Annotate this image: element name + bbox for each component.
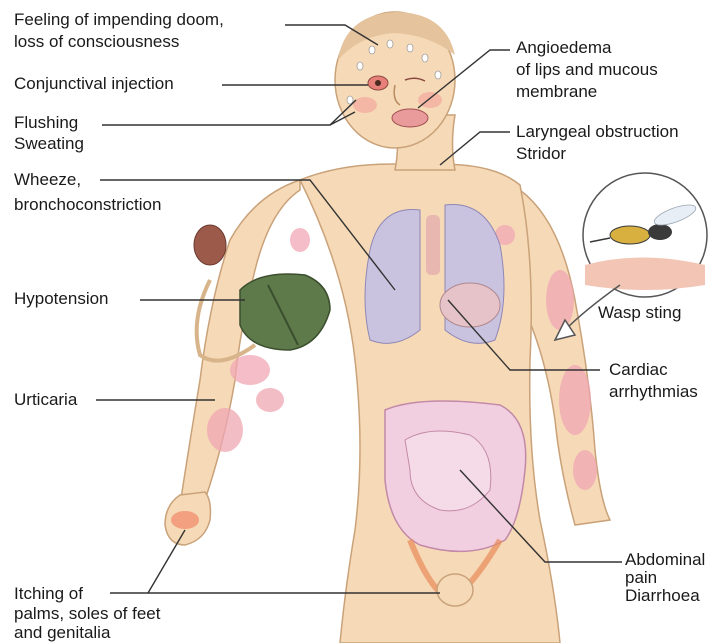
palm-itch bbox=[171, 511, 199, 529]
label-wasp-sting: Wasp sting bbox=[598, 303, 681, 323]
label-doom-line2: loss of consciousness bbox=[14, 32, 179, 52]
label-abdominal-line3: Diarrhoea bbox=[625, 586, 700, 606]
label-laryngeal: Laryngeal obstruction bbox=[516, 122, 679, 142]
blood-pressure-cuff bbox=[240, 274, 330, 350]
leader-flushing bbox=[102, 100, 356, 125]
label-cardiac-line2: arrhythmias bbox=[609, 382, 698, 402]
label-conjunctival: Conjunctival injection bbox=[14, 74, 174, 94]
label-itching-line1: Itching of bbox=[14, 584, 83, 604]
flush-left bbox=[353, 97, 377, 113]
label-abdominal-line2: pain bbox=[625, 568, 657, 588]
heart bbox=[440, 283, 500, 327]
label-wheeze-line2: bronchoconstriction bbox=[14, 195, 161, 215]
label-abdominal-line1: Abdominal bbox=[625, 550, 705, 570]
label-itching-line2: palms, soles of feet bbox=[14, 604, 160, 624]
intestines bbox=[385, 401, 526, 551]
label-sweating: Sweating bbox=[14, 134, 84, 154]
wasp-inset bbox=[583, 173, 707, 297]
pump-bulb-icon bbox=[194, 225, 226, 265]
label-urticaria: Urticaria bbox=[14, 390, 77, 410]
label-doom-line1: Feeling of impending doom, bbox=[14, 10, 224, 30]
label-angioedema-line1: Angioedema bbox=[516, 38, 611, 58]
label-wheeze-line1: Wheeze, bbox=[14, 170, 81, 190]
label-itching-line3: and genitalia bbox=[14, 623, 110, 643]
genitalia bbox=[437, 574, 473, 606]
label-cardiac-line1: Cardiac bbox=[609, 360, 668, 380]
label-flushing: Flushing bbox=[14, 113, 78, 133]
label-angioedema-line2: of lips and mucous bbox=[516, 60, 658, 80]
swollen-lips bbox=[392, 109, 428, 127]
label-stridor: Stridor bbox=[516, 144, 566, 164]
label-hypotension: Hypotension bbox=[14, 289, 109, 309]
label-angioedema-line3: membrane bbox=[516, 82, 597, 102]
